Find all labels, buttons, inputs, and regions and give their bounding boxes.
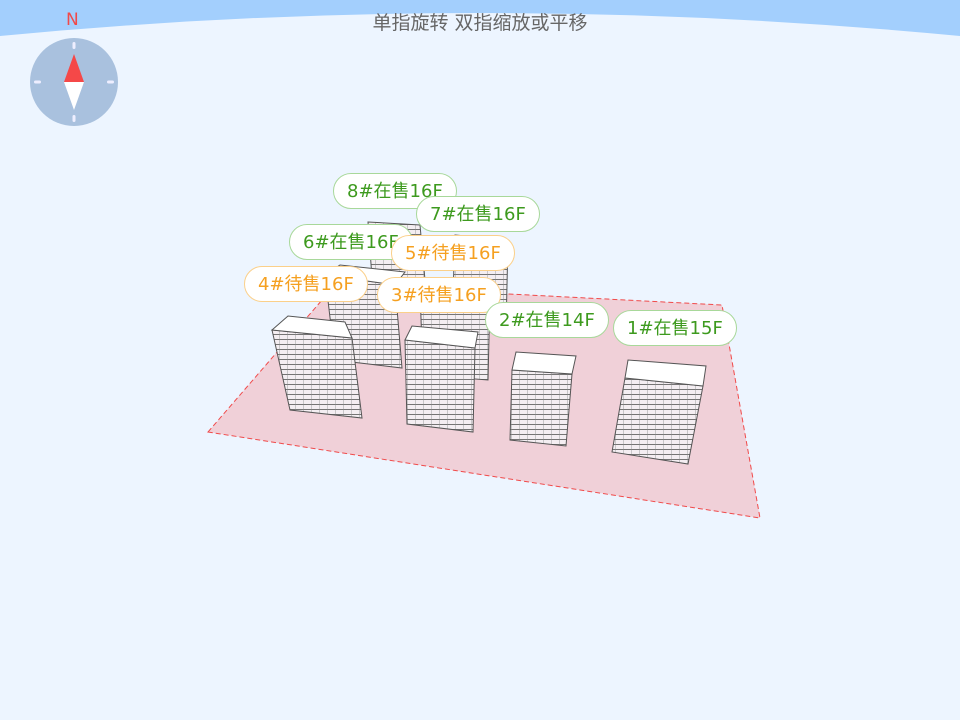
building-3[interactable] <box>404 325 479 433</box>
building-label-3[interactable]: 3#待售16F <box>377 277 501 313</box>
compass-icon[interactable] <box>30 38 118 126</box>
building-label-5[interactable]: 5#待售16F <box>391 235 515 271</box>
building-2[interactable] <box>509 351 577 447</box>
building-label-4[interactable]: 4#待售16F <box>244 266 368 302</box>
sky-background <box>0 0 960 36</box>
gesture-hint: 单指旋转 双指缩放或平移 <box>372 12 588 34</box>
building-4[interactable] <box>270 315 363 419</box>
building-label-2[interactable]: 2#在售14F <box>485 302 609 338</box>
building-label-7[interactable]: 7#在售16F <box>416 196 540 232</box>
building-label-1[interactable]: 1#在售15F <box>613 310 737 346</box>
building-1[interactable] <box>611 359 707 465</box>
north-label: N <box>66 10 79 30</box>
